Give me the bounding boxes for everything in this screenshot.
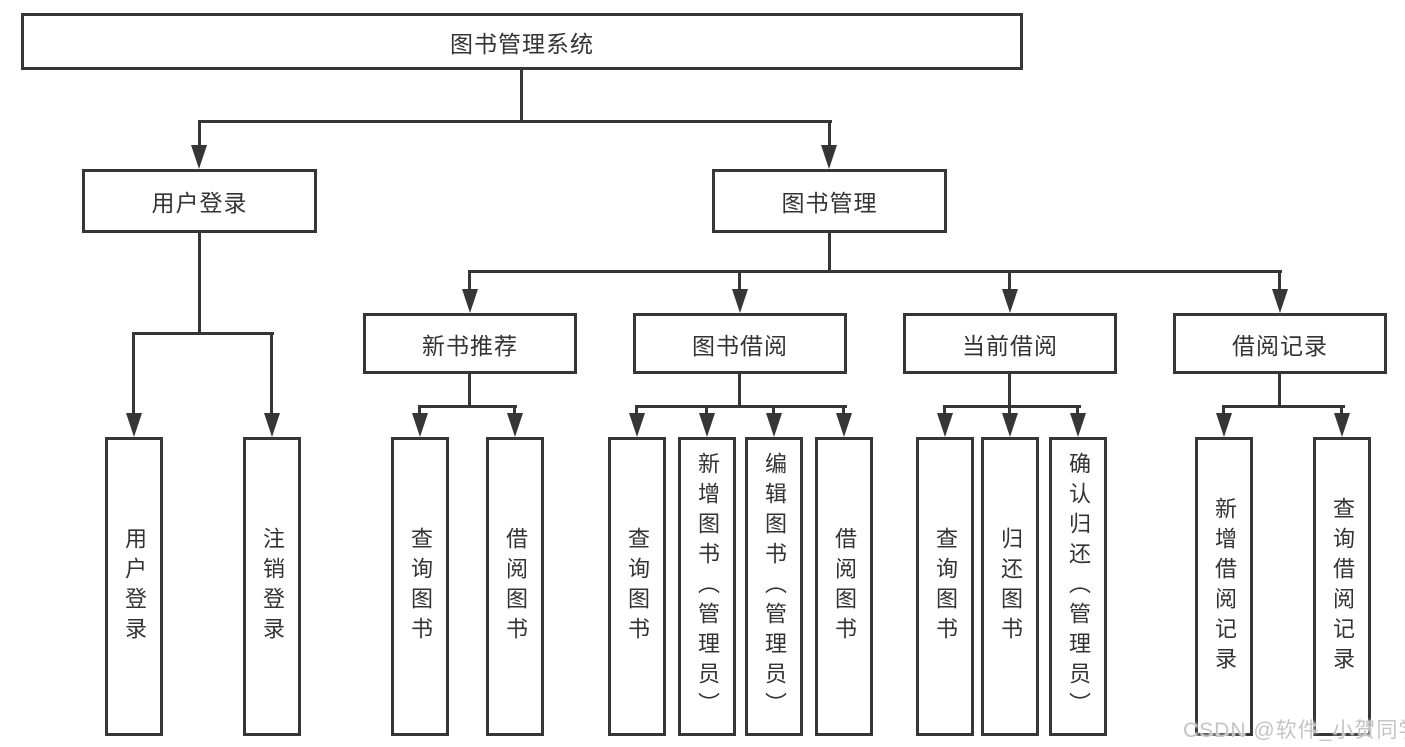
arrow-to-leaf-logout <box>264 413 280 437</box>
connector-drop-bb-borrow <box>842 405 845 415</box>
leaf-logout-label: 注销登录 <box>260 526 285 647</box>
arrow-to-borrow-records <box>1272 289 1288 313</box>
arrow-to-bb-query <box>629 413 645 437</box>
node-user-login: 用户登录 <box>82 169 317 233</box>
leaf-borrow-books-recommend: 借阅图书 <box>486 437 544 736</box>
leaf-borrow-books: 借阅图书 <box>815 437 873 736</box>
arrow-to-nb-query <box>412 413 428 437</box>
node-root: 图书管理系统 <box>21 13 1023 70</box>
leaf-return-book: 归还图书 <box>981 437 1039 736</box>
leaf-confirm-return-admin: 确认归还（管理员） <box>1049 437 1107 736</box>
leaf-user-login: 用户登录 <box>105 437 163 736</box>
leaf-borrow-books-recommend-label: 借阅图书 <box>503 526 528 647</box>
arrow-to-current-borrow <box>1002 289 1018 313</box>
connector-drop-new-book <box>468 272 471 292</box>
leaf-user-login-label: 用户登录 <box>122 526 147 647</box>
connector-drop-book-borrow <box>738 272 741 292</box>
connector-current-borrow-stem <box>1008 374 1011 407</box>
node-book-borrow: 图书借阅 <box>633 313 847 374</box>
leaf-return-book-label: 归还图书 <box>998 526 1023 647</box>
leaf-query-books-borrow: 查询图书 <box>608 437 666 736</box>
leaf-add-book-admin-label: 新增图书（管理员） <box>695 451 720 722</box>
node-book-management: 图书管理 <box>712 169 947 233</box>
connector-drop-user-login <box>198 122 201 148</box>
leaf-edit-book-admin-label: 编辑图书（管理员） <box>762 451 787 722</box>
connector-borrow-records-rail <box>1222 405 1345 408</box>
connector-drop-br-query <box>1340 405 1343 415</box>
leaf-query-books-current: 查询图书 <box>916 437 974 736</box>
leaf-query-borrow-record-label: 查询借阅记录 <box>1330 496 1355 677</box>
node-new-book-recommend-label: 新书推荐 <box>422 332 518 359</box>
leaf-borrow-books-label: 借阅图书 <box>832 526 857 647</box>
leaf-confirm-return-admin-label: 确认归还（管理员） <box>1066 451 1091 722</box>
connector-new-book-stem <box>468 374 471 407</box>
leaf-query-borrow-record: 查询借阅记录 <box>1313 437 1371 736</box>
connector-current-borrow-rail <box>943 405 1081 408</box>
connector-drop-bb-edit <box>772 405 775 415</box>
arrow-to-book-borrow <box>732 289 748 313</box>
connector-book-management-stem <box>828 233 831 272</box>
leaf-add-book-admin: 新增图书（管理员） <box>678 437 736 736</box>
arrow-to-bb-edit <box>766 413 782 437</box>
connector-drop-nb-query <box>418 405 421 415</box>
arrow-to-bb-borrow <box>836 413 852 437</box>
connector-user-login-rail <box>132 332 274 335</box>
node-current-borrow-label: 当前借阅 <box>962 332 1058 359</box>
csdn-watermark: CSDN @软件_小贺同学 <box>1183 719 1405 742</box>
connector-drop-cb-confirm <box>1076 405 1079 415</box>
leaf-add-borrow-record: 新增借阅记录 <box>1195 437 1253 736</box>
leaf-query-books-current-label: 查询图书 <box>933 526 958 647</box>
connector-drop-leaf-logout <box>270 334 273 414</box>
arrow-to-user-login <box>191 145 207 169</box>
node-root-label: 图书管理系统 <box>450 30 594 57</box>
arrow-to-br-query <box>1334 413 1350 437</box>
node-new-book-recommend: 新书推荐 <box>363 313 577 374</box>
connector-book-borrow-rail <box>635 405 847 408</box>
connector-new-book-rail <box>418 405 517 408</box>
connector-drop-book-management <box>828 122 831 148</box>
leaf-query-books-recommend: 查询图书 <box>391 437 449 736</box>
connector-drop-leaf-user-login <box>132 334 135 414</box>
connector-drop-cb-return <box>1008 405 1011 415</box>
arrow-to-leaf-user-login <box>126 413 142 437</box>
connector-book-borrow-stem <box>738 374 741 407</box>
arrow-to-cb-confirm <box>1070 413 1086 437</box>
connector-drop-current-borrow <box>1008 272 1011 292</box>
node-book-management-label: 图书管理 <box>781 190 878 216</box>
connector-drop-cb-query <box>943 405 946 415</box>
node-book-borrow-label: 图书借阅 <box>692 332 788 359</box>
connector-drop-br-add <box>1222 405 1225 415</box>
arrow-to-cb-query <box>937 413 953 437</box>
connector-root-stem <box>520 70 523 122</box>
leaf-query-books-recommend-label: 查询图书 <box>408 526 433 647</box>
leaf-query-books-borrow-label: 查询图书 <box>625 526 650 647</box>
arrow-to-nb-borrow <box>507 413 523 437</box>
arrow-to-br-add <box>1216 413 1232 437</box>
connector-drop-nb-borrow <box>513 405 516 415</box>
connector-drop-bb-query <box>635 405 638 415</box>
node-borrow-records: 借阅记录 <box>1173 313 1387 374</box>
node-user-login-label: 用户登录 <box>151 190 248 216</box>
connector-root-rail <box>198 120 832 123</box>
leaf-add-borrow-record-label: 新增借阅记录 <box>1212 496 1237 677</box>
arrow-to-cb-return <box>1002 413 1018 437</box>
arrow-to-bb-add <box>699 413 715 437</box>
leaf-logout: 注销登录 <box>243 437 301 736</box>
node-current-borrow: 当前借阅 <box>903 313 1117 374</box>
connector-user-login-stem <box>198 233 201 334</box>
connector-drop-bb-add <box>705 405 708 415</box>
arrow-to-new-book <box>462 289 478 313</box>
connector-drop-borrow-records <box>1278 272 1281 292</box>
node-borrow-records-label: 借阅记录 <box>1232 332 1328 359</box>
arrow-to-book-management <box>821 145 837 169</box>
leaf-edit-book-admin: 编辑图书（管理员） <box>745 437 803 736</box>
connector-borrow-records-stem <box>1278 374 1281 407</box>
connector-book-management-rail <box>468 270 1282 273</box>
